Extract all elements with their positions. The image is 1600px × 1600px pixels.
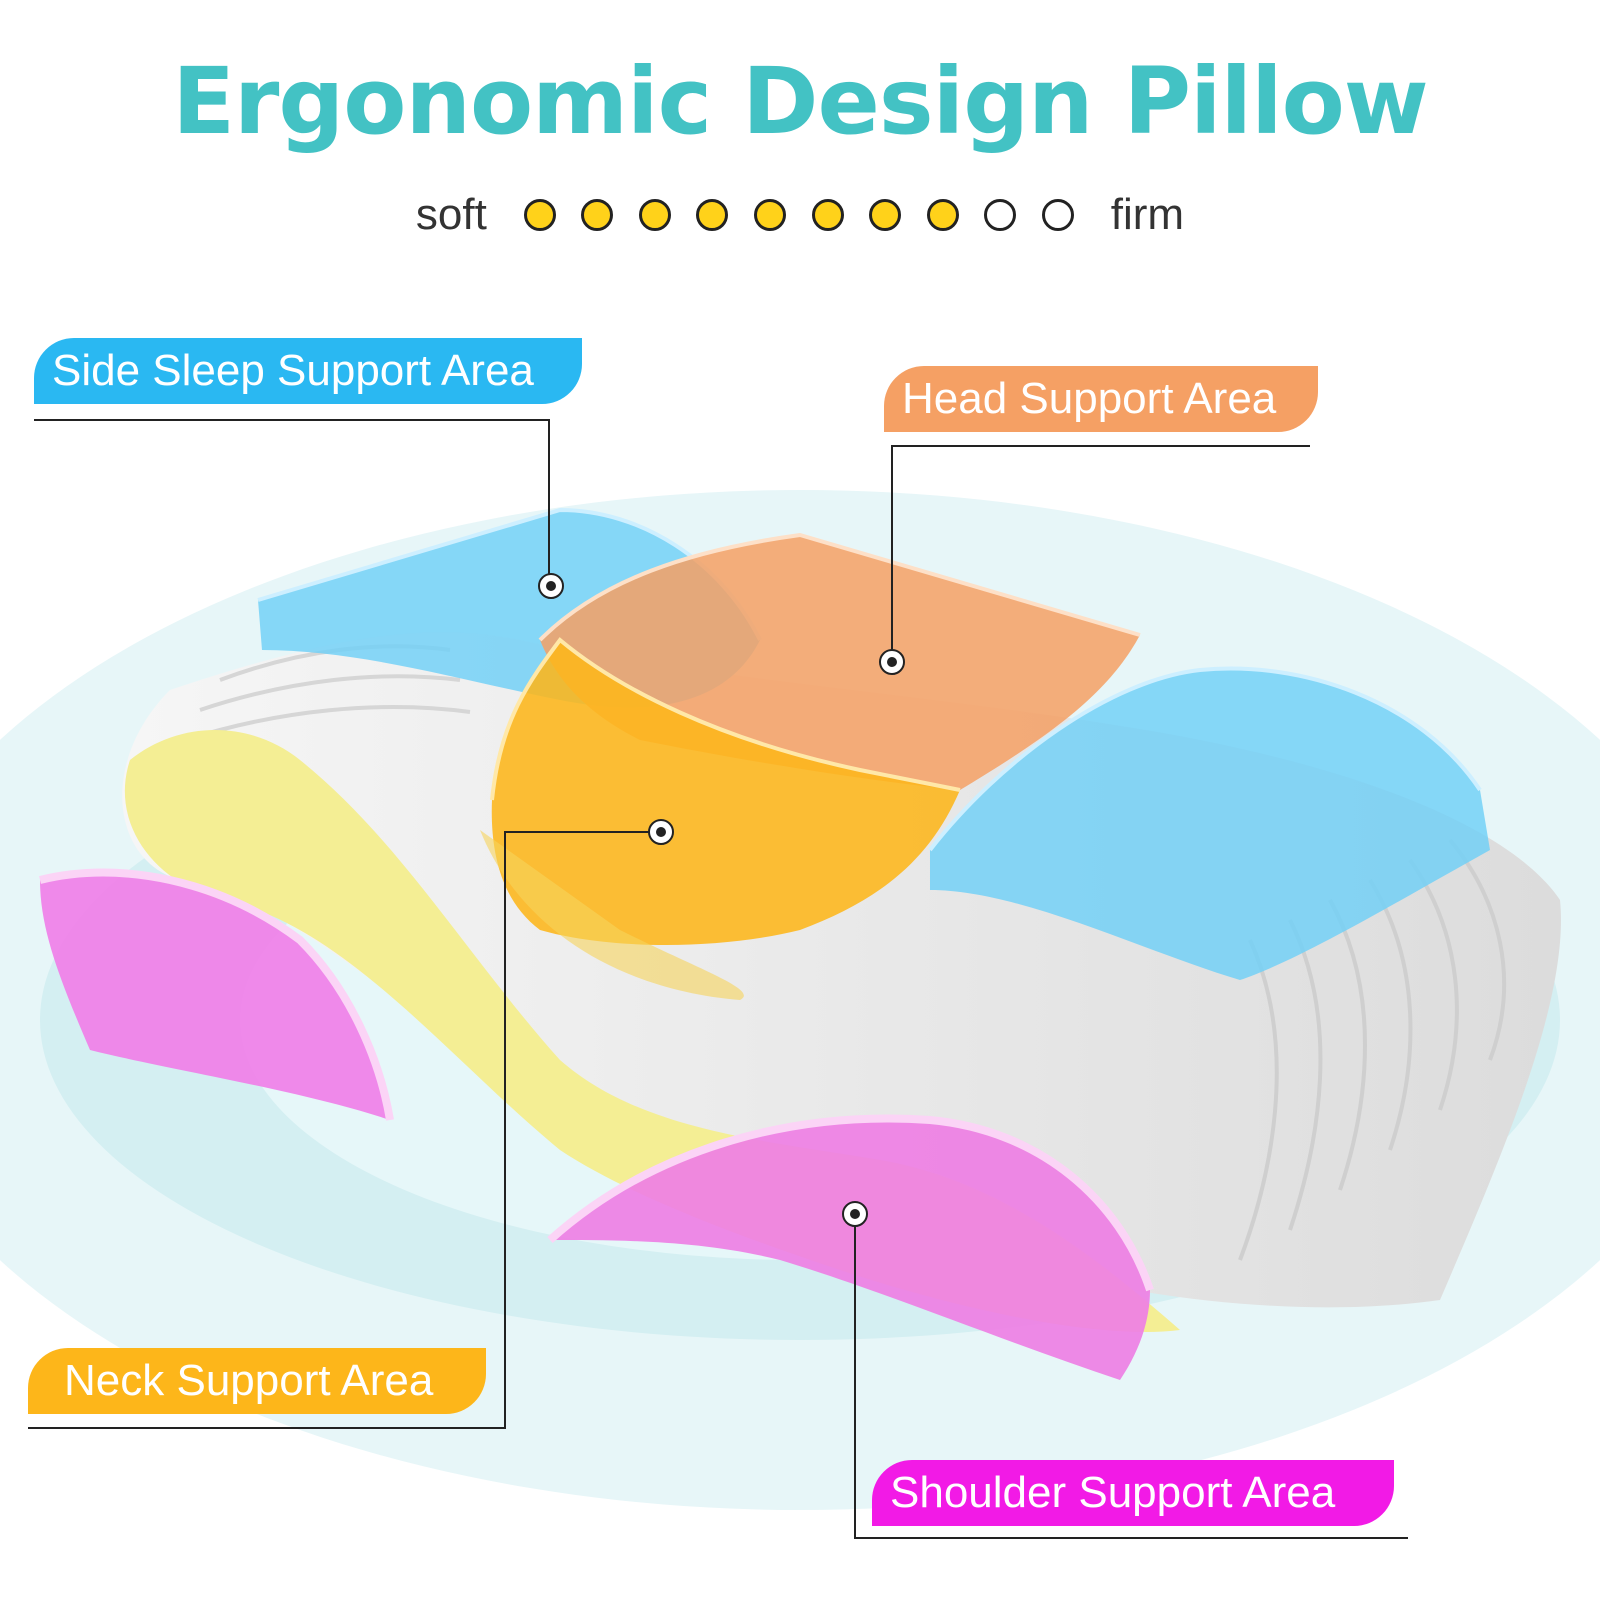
- head-area-label: Head Support Area: [884, 366, 1318, 432]
- firmness-dot-filled: [754, 199, 786, 231]
- shoulder-area-label: Shoulder Support Area: [872, 1460, 1394, 1526]
- shoulder-pieces: [39, 868, 1154, 1380]
- page-title: Ergonomic Design Pillow: [172, 48, 1429, 155]
- leader-lines: [28, 419, 1408, 1539]
- firmness-dot-filled: [869, 199, 902, 231]
- side-sleep-area-label: Side Sleep Support Area: [34, 338, 582, 404]
- neck-area-label: Neck Support Area: [28, 1348, 486, 1414]
- marker-shoulder: [842, 1201, 868, 1227]
- firmness-dot-filled: [926, 199, 959, 231]
- firmness-dot-filled: [638, 199, 671, 231]
- neck-block: [480, 637, 961, 1000]
- leader-line-head: [891, 445, 1310, 662]
- leader-line-side-sleep: [34, 419, 550, 578]
- marker-neck: [648, 819, 674, 845]
- firmness-dot-filled: [523, 199, 556, 231]
- markers: [538, 573, 905, 1227]
- firmness-scale: soft firm: [0, 190, 1600, 240]
- firmness-dot-empty: [984, 199, 1017, 231]
- firmness-firm-label: firm: [1110, 190, 1185, 239]
- marker-head: [879, 649, 905, 675]
- firmness-dot-filled: [696, 199, 729, 231]
- leader-line-neck: [28, 831, 661, 1429]
- firmness-dot-filled: [811, 199, 844, 231]
- firmness-dot-filled: [581, 199, 614, 231]
- firmness-soft-label: soft: [415, 190, 487, 239]
- leader-line-shoulder: [854, 1214, 1408, 1539]
- firmness-dot-empty: [1041, 199, 1074, 231]
- firmness-dots: [511, 199, 1087, 231]
- marker-side-sleep: [538, 573, 564, 599]
